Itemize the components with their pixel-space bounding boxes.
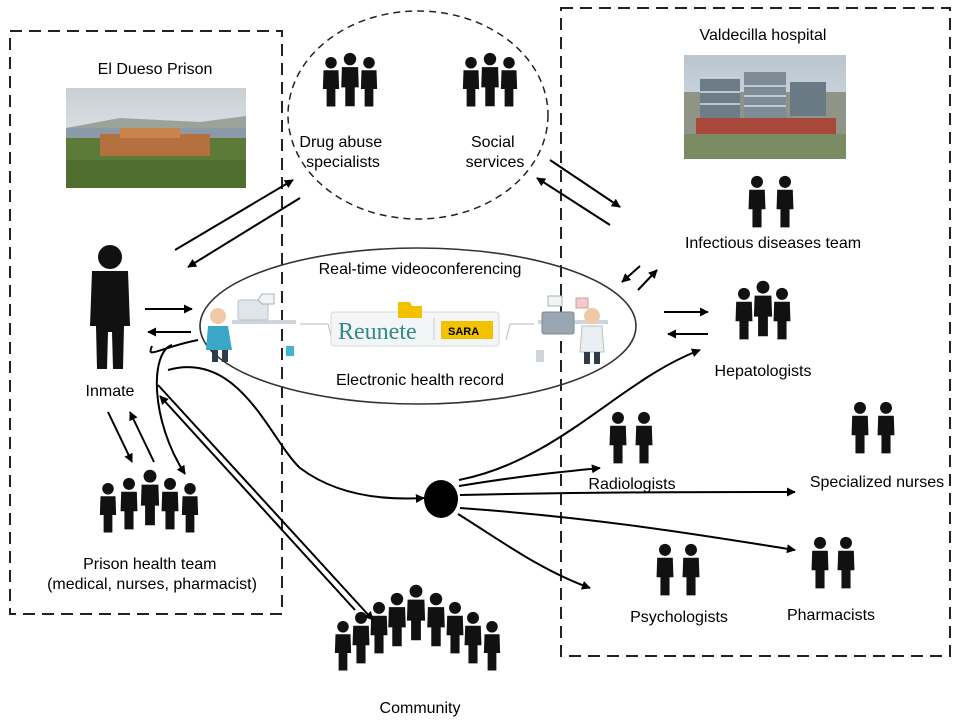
reunete-logo-text: Reunete	[338, 319, 417, 345]
infectious-team-label: Infectious diseases team	[685, 235, 861, 252]
inmate-label: Inmate	[86, 383, 135, 400]
hepatologists-label: Hepatologists	[715, 363, 812, 380]
reunete-sara-logo: Reunete SARA	[330, 302, 500, 347]
hospital-photo	[684, 55, 846, 159]
infectious-team-icon	[748, 175, 794, 228]
psychologists-label: Psychologists	[630, 609, 728, 626]
telemedicine-ellipse	[199, 247, 637, 405]
radiologists-icon	[609, 411, 653, 464]
prison-team-label: Prison health team (medical, nurses, pha…	[47, 556, 257, 593]
prison-boundary	[9, 30, 283, 615]
drug-specialists-icon	[322, 52, 378, 107]
videoconferencing-label: Real-time videoconferencing	[319, 261, 522, 278]
left-doctor-workstation-icon	[206, 293, 333, 362]
social-services-icon	[462, 52, 518, 107]
specialists-ellipse	[287, 10, 549, 220]
psychologists-icon	[656, 543, 700, 596]
social-services-label: Social services	[466, 134, 525, 171]
radiologists-label: Radiologists	[588, 476, 675, 493]
specialized-nurses-label: Specialized nurses	[810, 474, 944, 491]
sara-badge-text: SARA	[448, 326, 479, 338]
drug-specialists-label: Drug abuse specialists	[299, 134, 386, 171]
pharmacists-label: Pharmacists	[787, 607, 875, 624]
connection-arrows	[107, 159, 796, 621]
specialized-nurses-icon	[851, 401, 895, 454]
pharmacists-icon	[811, 536, 855, 589]
prison-health-team-icon	[99, 469, 199, 533]
prison-title: El Dueso Prison	[98, 61, 213, 78]
hospital-title: Valdecilla hospital	[700, 27, 827, 44]
right-doctor-workstation-icon	[505, 295, 608, 364]
prison-photo	[66, 88, 246, 188]
hepatologists-icon	[735, 280, 791, 340]
health-record-label: Electronic health record	[336, 372, 504, 389]
community-label: Community	[380, 700, 461, 717]
hub-node	[424, 480, 458, 518]
inmate-icon	[90, 245, 130, 369]
community-icon	[334, 584, 501, 671]
